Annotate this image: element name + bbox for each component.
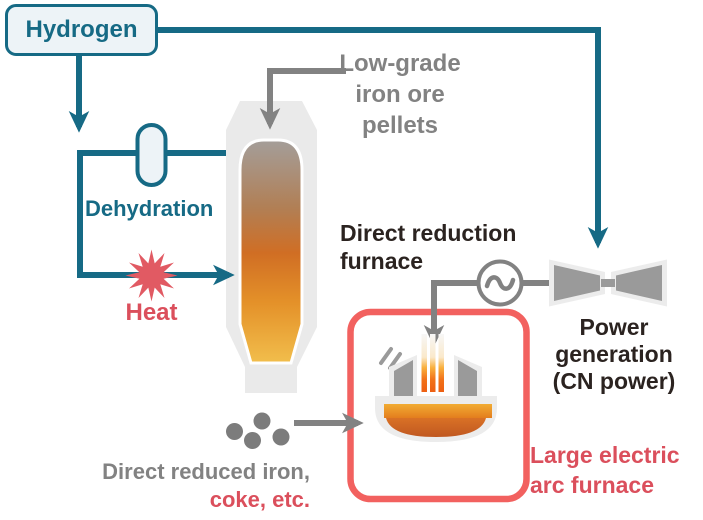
coke-etc-label: coke, etc.: [209, 487, 310, 512]
direct-reduction-furnace-icon: [226, 101, 317, 393]
generator-icon: [476, 259, 524, 307]
ore-feed-arrow: [259, 68, 346, 130]
heat-burst-icon: [125, 249, 178, 302]
low-grade-ore-label: Low-grade iron ore pellets: [339, 50, 461, 139]
hydrogen-box: Hydrogen: [5, 4, 158, 56]
eaf-electrode-2: [430, 334, 436, 392]
power-generation-label: Power generation (CN power): [552, 314, 676, 394]
eaf-wall-left: [394, 360, 413, 406]
large-electric-arc-furnace-label: Large electric arc furnace: [530, 442, 680, 498]
dri-pellet-dots: [226, 412, 290, 449]
dehydration-valve-icon: [135, 123, 168, 187]
eaf-melt-band: [384, 404, 492, 418]
hydrogen-label: Hydrogen: [25, 15, 138, 43]
dehydration-label: Dehydration: [85, 196, 214, 221]
eaf-electrode-3: [438, 334, 444, 392]
eaf-wall-right: [458, 360, 477, 406]
heat-label: Heat: [125, 299, 178, 326]
eaf-melt-bowl: [386, 418, 486, 437]
furnace-charge-gradient: [238, 138, 304, 365]
eaf-electrode-1: [421, 334, 427, 392]
direct-reduced-iron-label: Direct reduced iron,: [102, 459, 310, 484]
electric-arc-furnace-icon: [375, 334, 497, 442]
turbine-icon: [549, 259, 667, 307]
eaf-spark-lines: [379, 347, 402, 370]
direct-reduction-furnace-label: Direct reduction furnace: [340, 220, 517, 274]
hydrogen-to-power-line: [158, 27, 609, 249]
